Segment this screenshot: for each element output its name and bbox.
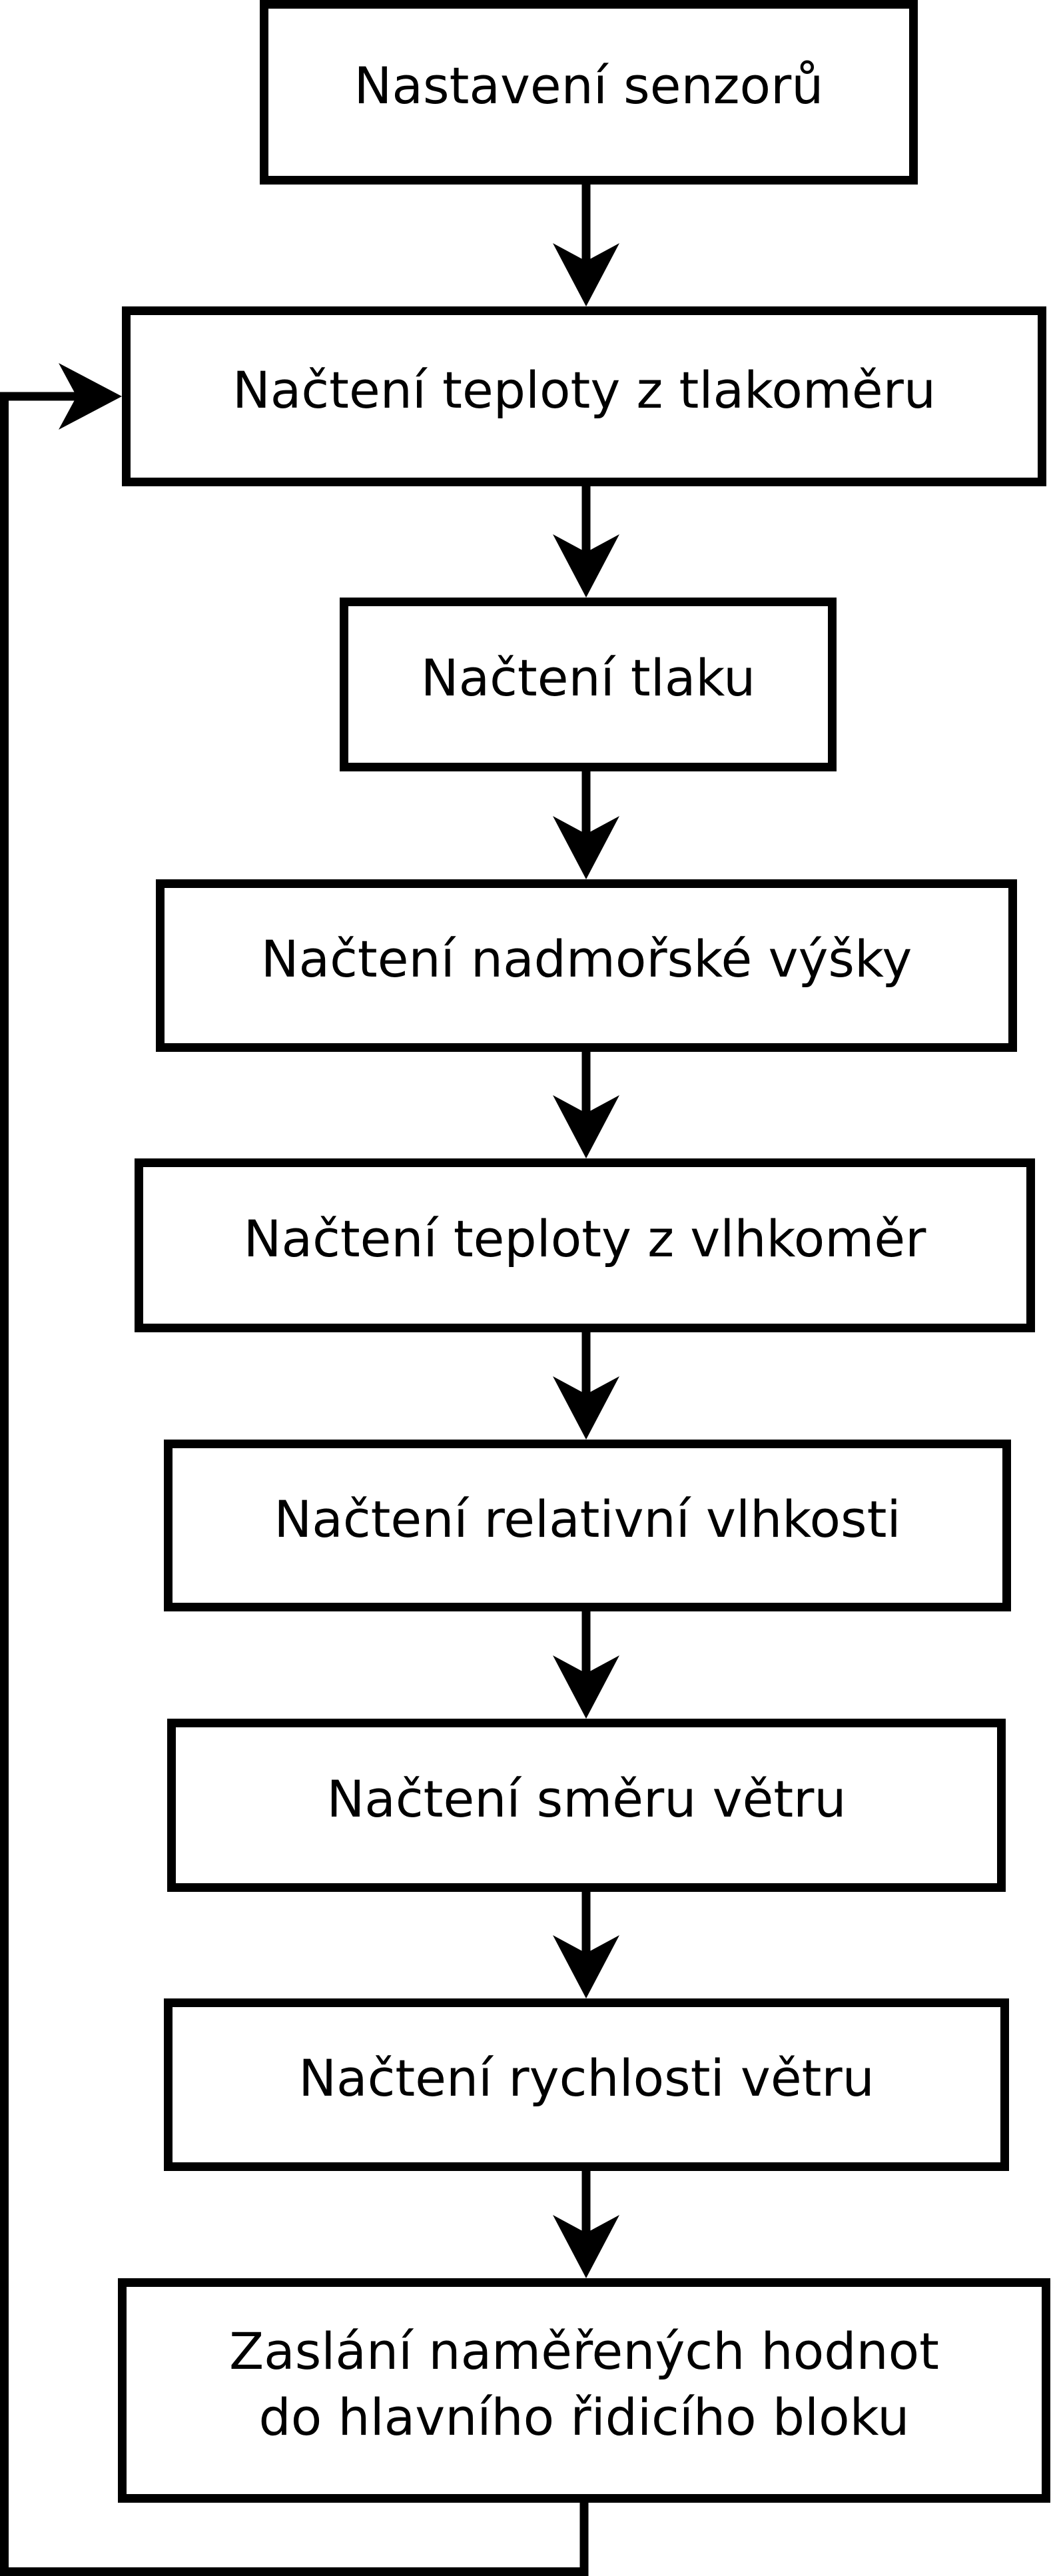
node-label-line-1: Zaslání naměřených hodnot	[229, 2321, 939, 2381]
node-label: Načtení rychlosti větru	[298, 2048, 875, 2108]
node-nacteni-smeru-vetru: Načtení směru větru	[167, 1719, 1006, 1892]
node-nacteni-tlaku: Načtení tlaku	[340, 598, 837, 771]
node-label-line-2: do hlavního řidicího bloku	[258, 2387, 910, 2447]
node-label: Načtení tlaku	[420, 648, 756, 708]
arrowhead-down-icon	[553, 2215, 619, 2278]
node-label: Načtení teploty z tlakoměru	[232, 360, 936, 420]
arrow-n7-n8	[553, 1892, 619, 1998]
node-nacteni-nadmorske-vysky: Načtení nadmořské výšky	[156, 879, 1017, 1052]
arrowhead-down-icon	[553, 816, 619, 879]
arrowhead-down-icon	[553, 534, 619, 598]
arrowhead-down-icon	[553, 243, 619, 306]
arrow-n4-n5	[553, 1052, 619, 1158]
arrow-n5-n6	[553, 1332, 619, 1440]
node-label: Načtení teploty z vlhkoměr	[243, 1209, 926, 1269]
node-label: Načtení relativní vlhkosti	[274, 1489, 901, 1549]
node-label: Načtení nadmořské výšky	[260, 929, 912, 989]
node-label: Načtení směru větru	[326, 1769, 847, 1829]
arrowhead-right-icon	[59, 363, 122, 430]
node-zaslani-namerenych-hodnot: Zaslání naměřených hodnot do hlavního ři…	[118, 2278, 1050, 2503]
arrow-n1-n2	[553, 185, 619, 306]
node-nacteni-teploty-z-tlakomeru: Načtení teploty z tlakoměru	[122, 306, 1046, 486]
arrow-n2-n3	[553, 486, 619, 598]
arrow-n3-n4	[553, 771, 619, 879]
arrowhead-down-icon	[553, 1376, 619, 1440]
arrowhead-down-icon	[553, 1655, 619, 1719]
arrow-n8-n9	[553, 2171, 619, 2278]
node-label: Nastavení senzorů	[354, 56, 824, 116]
node-label: Zaslání naměřených hodnot do hlavního ři…	[229, 2319, 939, 2451]
arrowhead-down-icon	[553, 1095, 619, 1158]
arrowhead-down-icon	[553, 1935, 619, 1998]
node-nacteni-teploty-z-vlhkomer: Načtení teploty z vlhkoměr	[135, 1158, 1035, 1332]
node-nacteni-relativni-vlhkosti: Načtení relativní vlhkosti	[164, 1440, 1011, 1611]
arrow-n6-n7	[553, 1611, 619, 1719]
node-nacteni-rychlosti-vetru: Načtení rychlosti větru	[164, 1998, 1009, 2171]
node-nastaveni-senzoru: Nastavení senzorů	[260, 0, 918, 185]
